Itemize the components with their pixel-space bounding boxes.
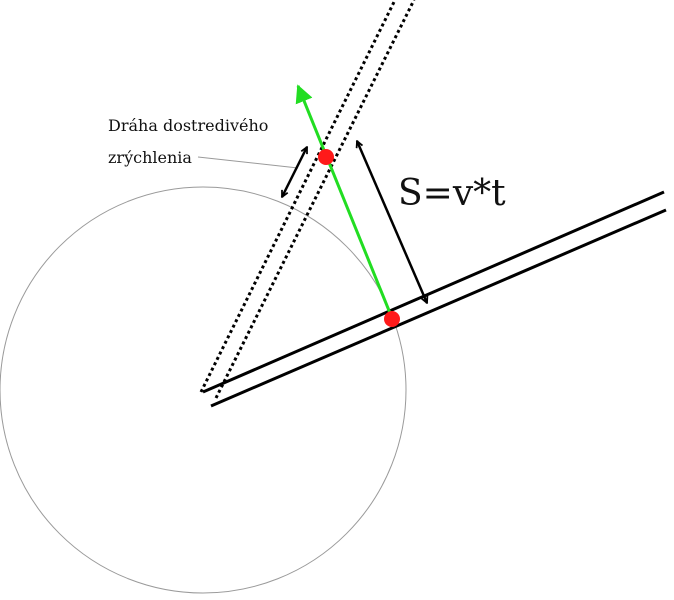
distance-arrow — [357, 141, 427, 303]
label-pointer-line — [197, 156, 299, 169]
end-point — [318, 149, 334, 165]
centripetal-path-arrow — [280, 147, 309, 197]
start-point — [384, 311, 400, 327]
solid-double-line — [202, 190, 667, 408]
orbit-circle — [0, 186, 407, 594]
path-label-line2: zrýchlenia — [108, 148, 192, 167]
path-label-line1: Dráha dostredivého — [108, 116, 268, 135]
velocity-vector-arrow — [295, 84, 394, 319]
distance-formula-label: S=v*t — [398, 173, 506, 214]
